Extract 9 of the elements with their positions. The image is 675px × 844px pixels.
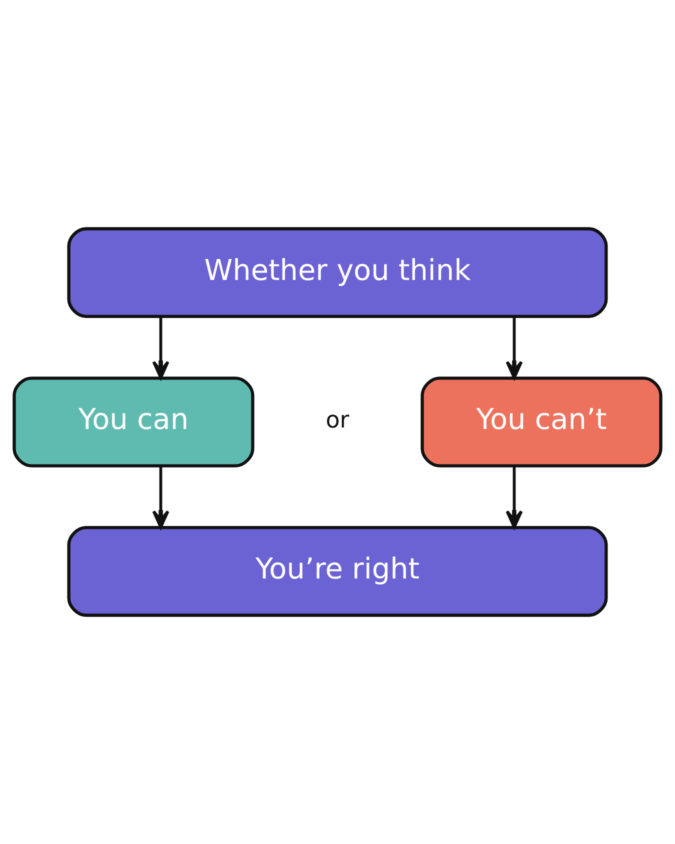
arrow [506, 466, 523, 529]
node-box: You can [12, 376, 254, 468]
node-box: You can’t [420, 376, 662, 468]
node-box: You’re right [67, 526, 608, 617]
label: or [326, 407, 350, 434]
arrow [152, 316, 170, 380]
arrow [506, 316, 523, 380]
arrow [152, 466, 170, 529]
node-box: Whether you think [67, 227, 608, 318]
